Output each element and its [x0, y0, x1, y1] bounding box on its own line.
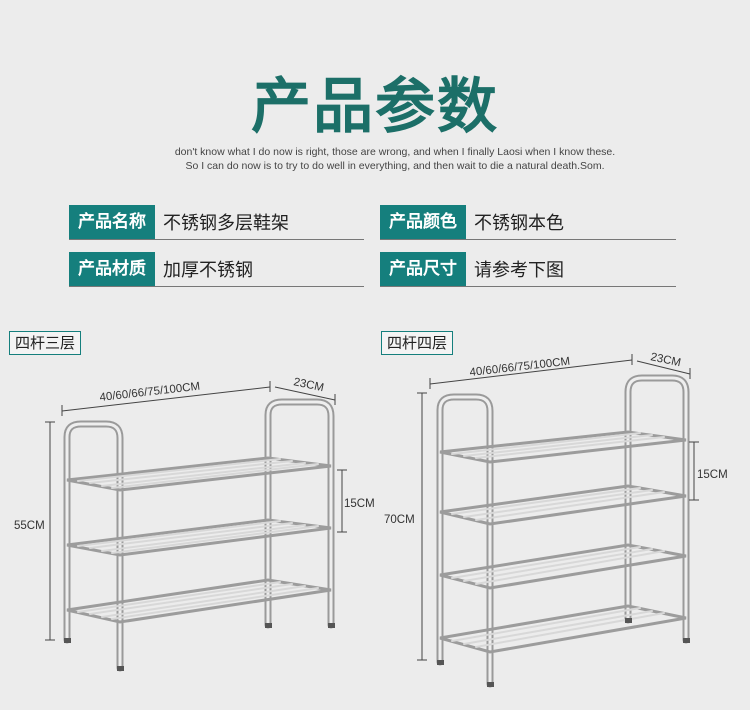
param-row-material: 产品材质 加厚不锈钢: [69, 252, 364, 287]
four-tier-width-label: 40/60/66/75/100CM: [469, 356, 571, 379]
product-label-four-tier: 四杆四层: [381, 331, 454, 355]
three-tier-dimension-lines: [45, 381, 347, 641]
product-label-three-tier: 四杆三层: [9, 331, 82, 355]
four-tier-dimension-lines: [417, 354, 699, 661]
param-label-color: 产品颜色: [380, 205, 466, 239]
param-row-name: 产品名称 不锈钢多层鞋架: [69, 205, 364, 240]
param-row-color: 产品颜色 不锈钢本色: [380, 205, 676, 240]
page-title: 产品参数: [251, 72, 499, 142]
param-label-material: 产品材质: [69, 252, 155, 286]
four-tier-spacing-label: 15CM: [697, 469, 728, 481]
four-tier-depth-label: 23CM: [649, 351, 682, 369]
param-value-color: 不锈钢本色: [474, 213, 564, 234]
subtitle-line-1: don't know what I do now is right, those…: [174, 146, 616, 158]
four-tier-height-label: 70CM: [384, 514, 415, 526]
param-value-material: 加厚不锈钢: [163, 260, 253, 281]
param-value-size: 请参考下图: [474, 260, 564, 281]
param-row-size: 产品尺寸 请参考下图: [380, 252, 676, 287]
param-value-name: 不锈钢多层鞋架: [163, 213, 289, 234]
param-label-name: 产品名称: [69, 205, 155, 239]
three-tier-spacing-label: 15CM: [344, 498, 375, 510]
subtitle-line-2: So I can do now is to try to do well in …: [185, 160, 605, 172]
param-label-size: 产品尺寸: [380, 252, 466, 286]
three-tier-rack-image: [63, 398, 335, 672]
three-tier-height-label: 55CM: [14, 520, 45, 532]
four-tier-rack-image: [436, 374, 690, 688]
